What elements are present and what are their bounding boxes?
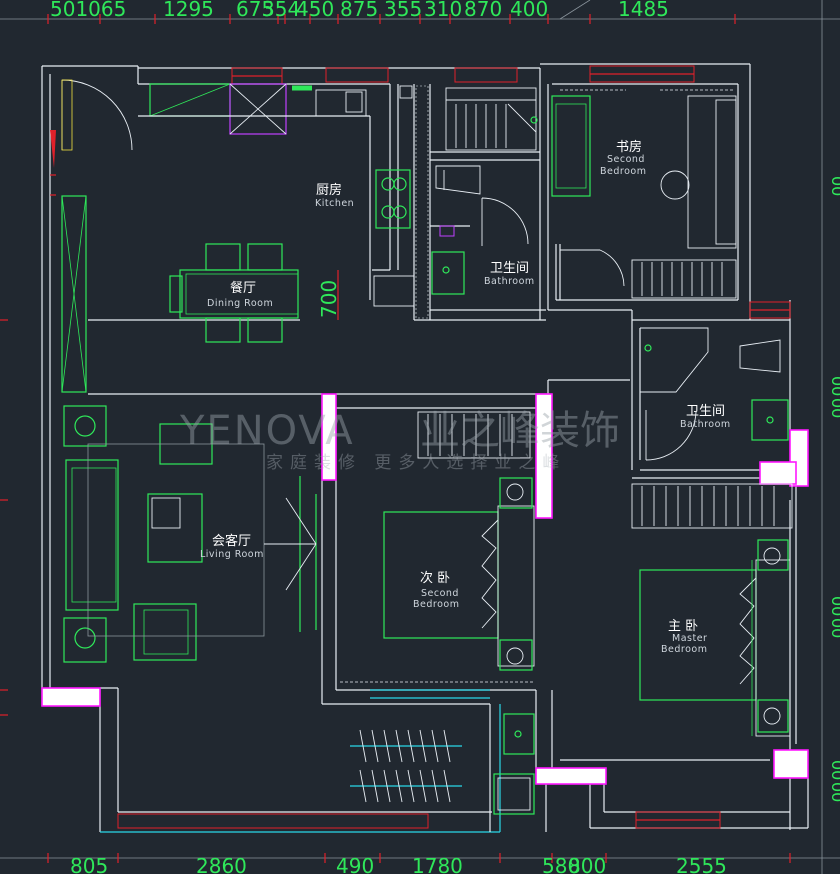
dim-right-4: 00 xyxy=(828,596,840,616)
kitchen-label-en: Kitchen xyxy=(315,198,354,209)
dim-right-1: 00 xyxy=(828,176,840,196)
living-label-cn: 会客厅 xyxy=(212,533,251,549)
second-bedroom-label-en-1: Second xyxy=(421,588,459,599)
bottom-dimension-line: 805 2860 490 1780 580 800 2555 xyxy=(0,853,840,874)
dim-bottom-1: 805 xyxy=(70,854,108,874)
window-marks xyxy=(41,393,809,785)
dim-right-3: 00 xyxy=(828,398,840,418)
study-label-en-1: Second xyxy=(607,154,645,165)
dim-bottom-6: 800 xyxy=(568,854,606,874)
dim-top-6: 875 xyxy=(340,0,378,21)
dim-bottom-7: 2555 xyxy=(676,854,727,874)
dim-top-10: 400 xyxy=(510,0,548,21)
dim-top-11: 1485 xyxy=(618,0,669,21)
second-bedroom-furniture xyxy=(340,411,535,683)
bathroom2-label-en: Bathroom xyxy=(680,419,731,430)
kitchen-furniture xyxy=(138,83,415,307)
bathroom1-furniture xyxy=(431,87,538,295)
master-bedroom-furniture xyxy=(560,539,791,761)
study-label-en-2: Bedroom xyxy=(600,166,646,177)
dim-right-6: 00 xyxy=(828,760,840,780)
bathroom1-label-cn: 卫生间 xyxy=(490,261,529,276)
dim-bottom-2: 2860 xyxy=(196,854,247,874)
dim-bottom-3: 490 xyxy=(336,854,374,874)
bathroom2-furniture xyxy=(631,339,793,529)
dim-right-5: 00 xyxy=(828,618,840,638)
dim-right-2: 00 xyxy=(828,376,840,396)
dim-top-4: 354 xyxy=(262,0,300,21)
dim-top-3: 675 xyxy=(236,0,274,21)
master-bedroom-label-en-1: Master xyxy=(672,633,707,644)
wardrobe-area xyxy=(350,689,535,815)
dining-label-cn: 餐厅 xyxy=(230,280,256,296)
dim-bottom-5: 580 xyxy=(542,854,580,874)
dim-bottom-4: 1780 xyxy=(412,854,463,874)
dining-label-en: Dining Room xyxy=(207,298,273,309)
table-dimension: 700 xyxy=(317,280,341,318)
second-bedroom-label-en-2: Bedroom xyxy=(413,599,459,610)
study-label-cn: 书房 xyxy=(616,139,642,155)
dining-table: 700 xyxy=(169,243,341,343)
bathroom1-label-en: Bathroom xyxy=(484,276,535,287)
watermark-brand: YENOVA xyxy=(179,408,355,454)
study-furniture xyxy=(551,89,737,299)
watermark: YENOVA 业之峰装饰 家庭装修 更多人选择业之峰 xyxy=(179,408,620,473)
watermark-brand-cn: 业之峰装饰 xyxy=(420,408,620,454)
dim-top-5: 450 xyxy=(296,0,334,21)
bathroom2-label-cn: 卫生间 xyxy=(686,404,725,419)
watermark-slogan: 家庭装修 更多人选择业之峰 xyxy=(266,453,566,473)
dim-right-7: 00 xyxy=(828,782,840,802)
master-bedroom-label-cn: 主 卧 xyxy=(668,619,698,634)
living-room-furniture xyxy=(61,195,317,663)
dim-top-8: 310 xyxy=(424,0,462,21)
dim-top-2: 1295 xyxy=(163,0,214,21)
second-bedroom-label-cn: 次 卧 xyxy=(420,570,450,586)
kitchen-label-cn: 厨房 xyxy=(316,182,342,198)
living-label-en: Living Room xyxy=(200,549,264,560)
dim-top-7: 355 xyxy=(384,0,422,21)
dim-top-1: 501065 xyxy=(50,0,126,21)
master-bedroom-label-en-2: Bedroom xyxy=(661,644,707,655)
room-labels: 厨房 Kitchen 餐厅 Dining Room 卫生间 Bathroom 书… xyxy=(200,139,731,655)
dim-top-9: 870 xyxy=(464,0,502,21)
top-dimension-line: 501065 1295 675 354 450 875 355 310 870 … xyxy=(0,0,840,24)
